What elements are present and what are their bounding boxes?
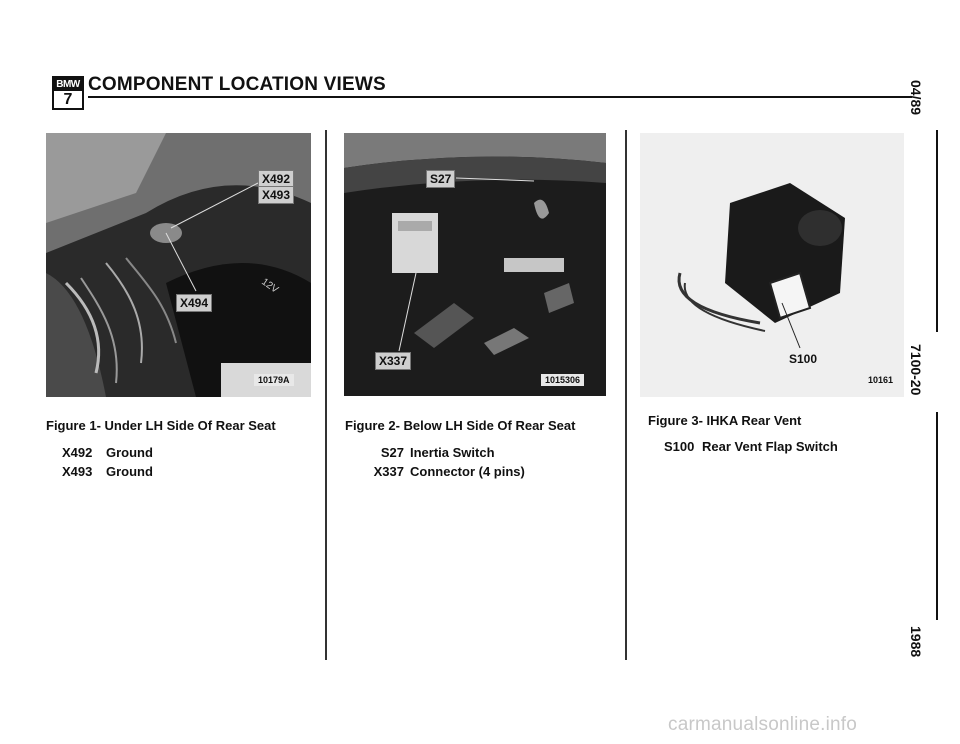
side-date: 04/89 [908,80,924,116]
page-title: COMPONENT LOCATION VIEWS [88,74,386,95]
callout-x494: X494 [176,294,213,312]
figure-2-photo-code: 1015306 [541,374,585,386]
legend-id: S100 [664,439,695,454]
legend-item: X337 Connector (4 pins) [366,462,525,481]
legend-desc: Inertia Switch [410,445,495,460]
side-year: 1988 [908,626,924,658]
legend-id: X492 [62,445,93,460]
legend-id: X493 [62,464,93,479]
column-separator-1 [325,130,327,660]
watermark: carmanualsonline.info [668,714,858,735]
legend-id: X337 [373,464,404,479]
legend-item: X492 Ground [62,443,153,462]
figure-2-legend: S27 Inertia Switch X337 Connector (4 pins) [366,443,525,481]
callout-s27: S27 [426,170,456,188]
column-separator-2 [625,130,627,660]
legend-desc: Rear Vent Flap Switch [702,439,838,454]
figure-2-caption: Figure 2- Below LH Side Of Rear Seat [345,418,576,433]
side-rule-2 [936,412,938,620]
side-rule-1 [936,130,938,332]
figure-3-legend: S100 Rear Vent Flap Switch [664,437,838,456]
figure-1-photo-code: 10179A [254,374,294,386]
legend-item: S100 Rear Vent Flap Switch [664,437,838,456]
legend-desc: Ground [106,464,153,479]
bmw-7-logo: BMW 7 [52,76,84,110]
legend-desc: Connector (4 pins) [410,464,525,479]
side-page-number: 7100-20 [908,344,924,396]
figure-3-photo [640,133,904,397]
callout-x492: X492 [258,170,295,188]
legend-desc: Ground [106,445,153,460]
logo-brand: BMW [54,78,82,91]
callout-x493: X493 [258,186,295,204]
legend-id: S27 [380,445,404,460]
logo-series: 7 [63,91,73,108]
legend-item: X493 Ground [62,462,153,481]
figure-3-photo-code: 10161 [868,375,894,385]
legend-item: S27 Inertia Switch [366,443,525,462]
header-rule [88,96,912,98]
callout-s100: S100 [789,352,818,366]
figure-1-caption: Figure 1- Under LH Side Of Rear Seat [46,418,276,433]
figure-3-caption: Figure 3- IHKA Rear Vent [648,413,802,428]
callout-x337: X337 [375,352,412,370]
